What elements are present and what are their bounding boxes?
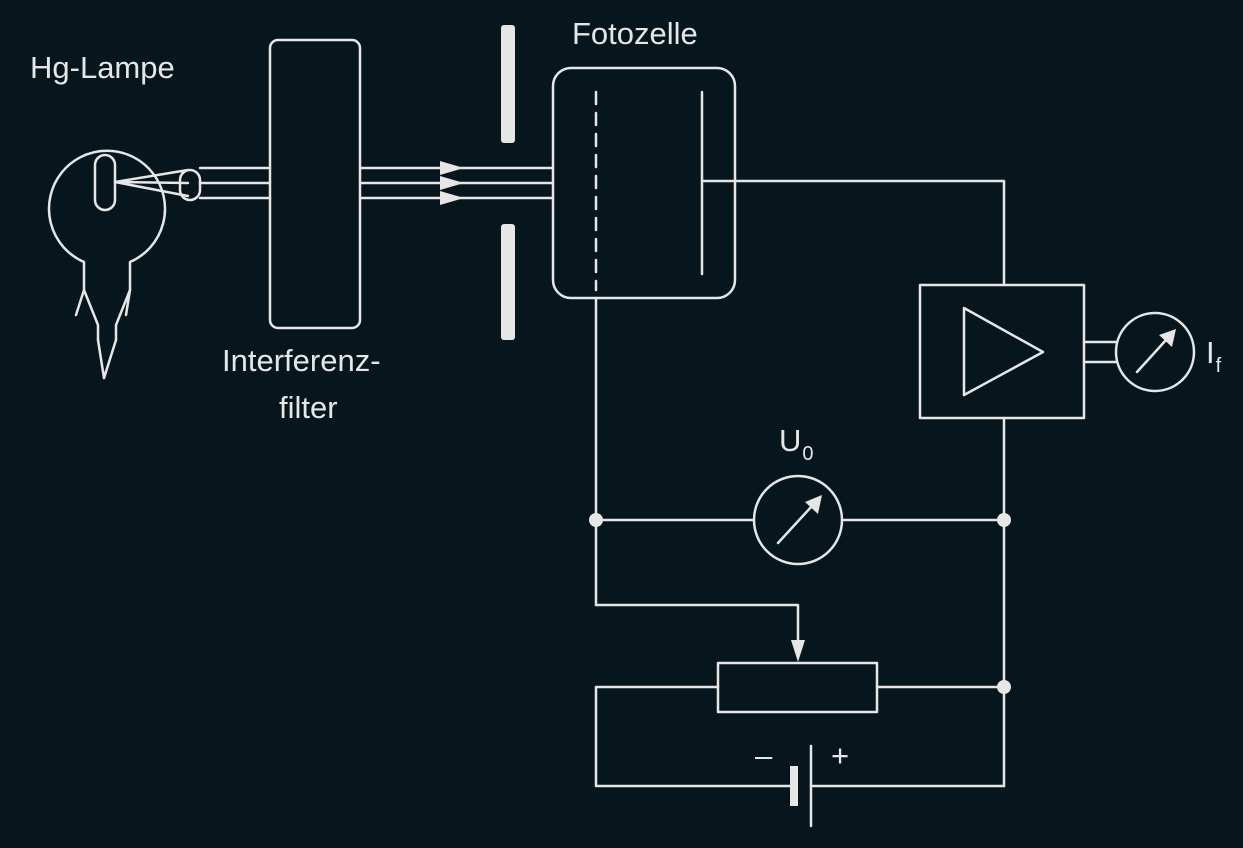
- battery-negative-plate: [790, 766, 798, 806]
- junctions: [589, 513, 1011, 694]
- ray-cone-middle: [113, 180, 190, 185]
- amplifier: [918, 283, 1086, 420]
- ammeter-label: If: [1206, 335, 1221, 376]
- junction-left: [589, 513, 603, 527]
- battery-minus-label: –: [755, 738, 773, 773]
- lamp-arc-tube: [93, 153, 117, 212]
- filter-label-line1: Interferenz-: [222, 343, 381, 378]
- wires: [594, 179, 1118, 788]
- beam-arrow-top: [440, 161, 464, 175]
- voltmeter-needle-arrow: [805, 495, 822, 514]
- wire-to-wiper: [594, 603, 800, 647]
- ammeter-symbol: I: [1206, 335, 1215, 370]
- wire-anode-to-amplifier: [700, 179, 1006, 287]
- lamp-base-left: [74, 288, 86, 317]
- battery-plus-label: +: [831, 738, 850, 773]
- voltmeter: [752, 474, 844, 566]
- ammeter-circle: [1114, 311, 1196, 393]
- voltmeter-label: U0: [779, 423, 814, 464]
- lamp-label: Hg-Lampe: [30, 50, 175, 85]
- light-beam-output: [358, 161, 555, 205]
- photocell: [551, 66, 737, 300]
- voltmeter-subscript: 0: [802, 443, 814, 465]
- interference-filter: [268, 38, 362, 330]
- ray-cone-top: [113, 168, 190, 184]
- wire-pot-left-to-battery: [594, 685, 795, 788]
- lamp-pin-right: [102, 338, 118, 380]
- ammeter-needle-arrow: [1159, 329, 1176, 347]
- ammeter-subscript: f: [1215, 355, 1222, 377]
- voltmeter-circle: [752, 474, 844, 566]
- aperture-bottom: [501, 224, 515, 340]
- beam-arrow-middle: [440, 176, 464, 190]
- photocell-label: Fotozelle: [572, 16, 698, 51]
- ray-cone-bottom: [113, 180, 190, 198]
- aperture-top: [501, 25, 515, 143]
- lamp-pin-left: [96, 338, 106, 380]
- junction-right-lower: [997, 680, 1011, 694]
- amplifier-triangle: [962, 306, 1045, 397]
- junction-right-upper: [997, 513, 1011, 527]
- ammeter: [1114, 311, 1196, 393]
- light-beam-input: [198, 166, 272, 200]
- aperture: [501, 25, 515, 340]
- lamp-base-right: [124, 288, 132, 317]
- lamp-lens: [178, 168, 202, 202]
- voltmeter-needle: [776, 504, 814, 545]
- voltmeter-symbol: U: [779, 423, 802, 458]
- ammeter-needle: [1135, 338, 1168, 374]
- battery: [790, 744, 813, 828]
- amplifier-box: [918, 283, 1086, 420]
- hg-lamp: [47, 149, 202, 380]
- lamp-bulb: [47, 149, 167, 342]
- filter-label-line2: filter: [279, 390, 338, 425]
- photocell-housing: [551, 66, 737, 300]
- potentiometer: [716, 661, 879, 714]
- beam-arrow-bottom: [440, 191, 464, 205]
- potentiometer-wiper-arrow: [791, 640, 805, 662]
